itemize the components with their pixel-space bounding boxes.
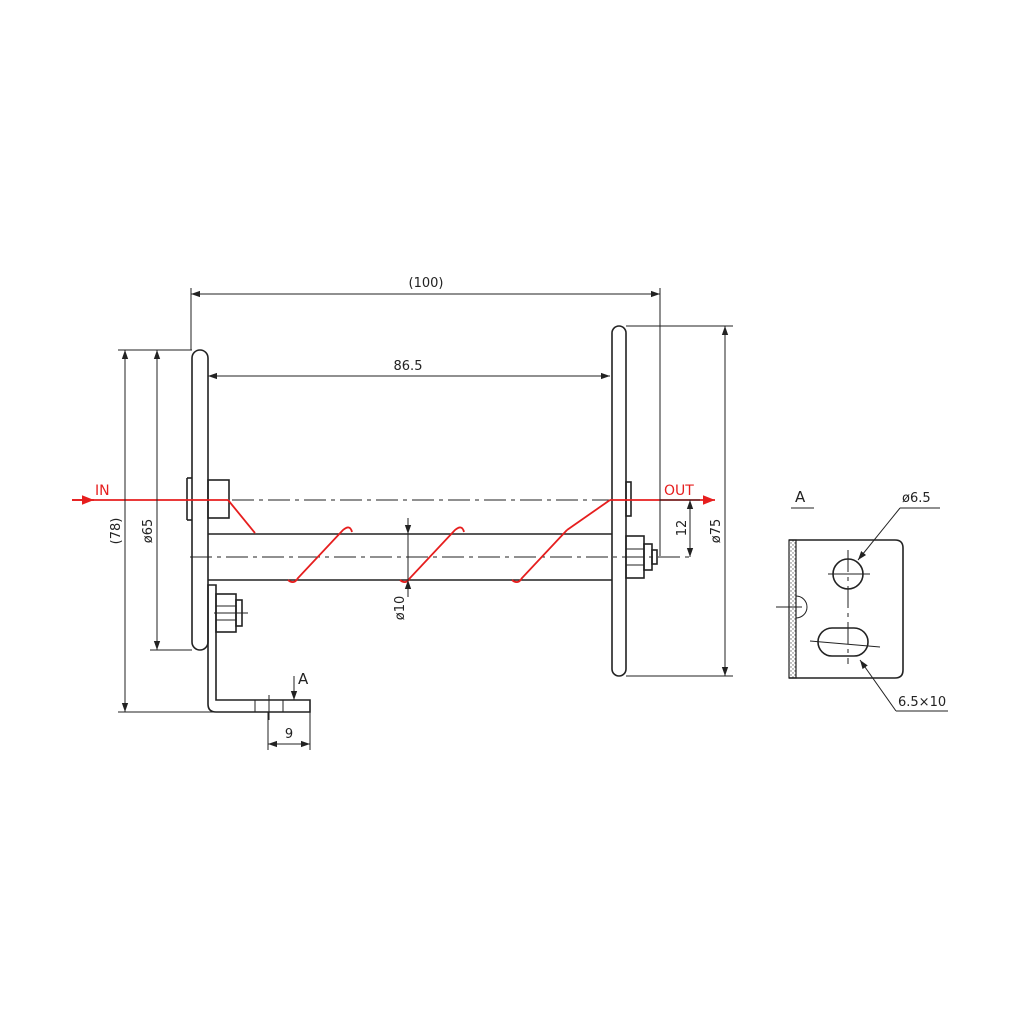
out-label: OUT xyxy=(664,483,694,499)
dim-offset-text: 12 xyxy=(675,520,690,537)
bracket-bolt xyxy=(214,593,248,633)
dim-overall-length-text: (100) xyxy=(409,276,444,291)
view-arrow: A xyxy=(290,670,309,700)
detail-view-label: A xyxy=(795,488,806,506)
dim-shaft-diameter-text: ø10 xyxy=(393,596,408,621)
in-label: IN xyxy=(95,483,110,499)
slot-size-text: 6.5×10 xyxy=(898,695,946,710)
dim-overall-height-text: (78) xyxy=(109,518,124,545)
dim-left-flange-diameter-text: ø65 xyxy=(141,519,156,544)
dim-offset: 12 xyxy=(660,499,700,557)
view-arrow-label: A xyxy=(298,670,309,688)
dim-inner-length: 86.5 xyxy=(208,359,610,380)
wire-path xyxy=(72,495,715,583)
detail-view-a: A ø6.5 6.5×10 xyxy=(776,488,948,712)
dim-overall-height: (78) xyxy=(109,349,310,713)
dim-right-flange-diameter: ø75 xyxy=(626,325,733,677)
hole-diameter-text: ø6.5 xyxy=(902,491,931,506)
end-nut xyxy=(625,535,658,579)
dim-left-flange-diameter: ø65 xyxy=(141,350,192,651)
right-flange xyxy=(611,325,632,677)
shaft xyxy=(190,533,690,581)
dim-bracket-width: 9 xyxy=(267,712,311,750)
dim-inner-length-text: 86.5 xyxy=(394,359,423,374)
mounting-bracket xyxy=(207,584,311,720)
dim-bracket-width-text: 9 xyxy=(285,727,293,742)
dim-overall-length: (100) xyxy=(190,276,661,556)
dim-right-flange-diameter-text: ø75 xyxy=(709,519,724,544)
dim-shaft-diameter: ø10 xyxy=(393,518,412,621)
